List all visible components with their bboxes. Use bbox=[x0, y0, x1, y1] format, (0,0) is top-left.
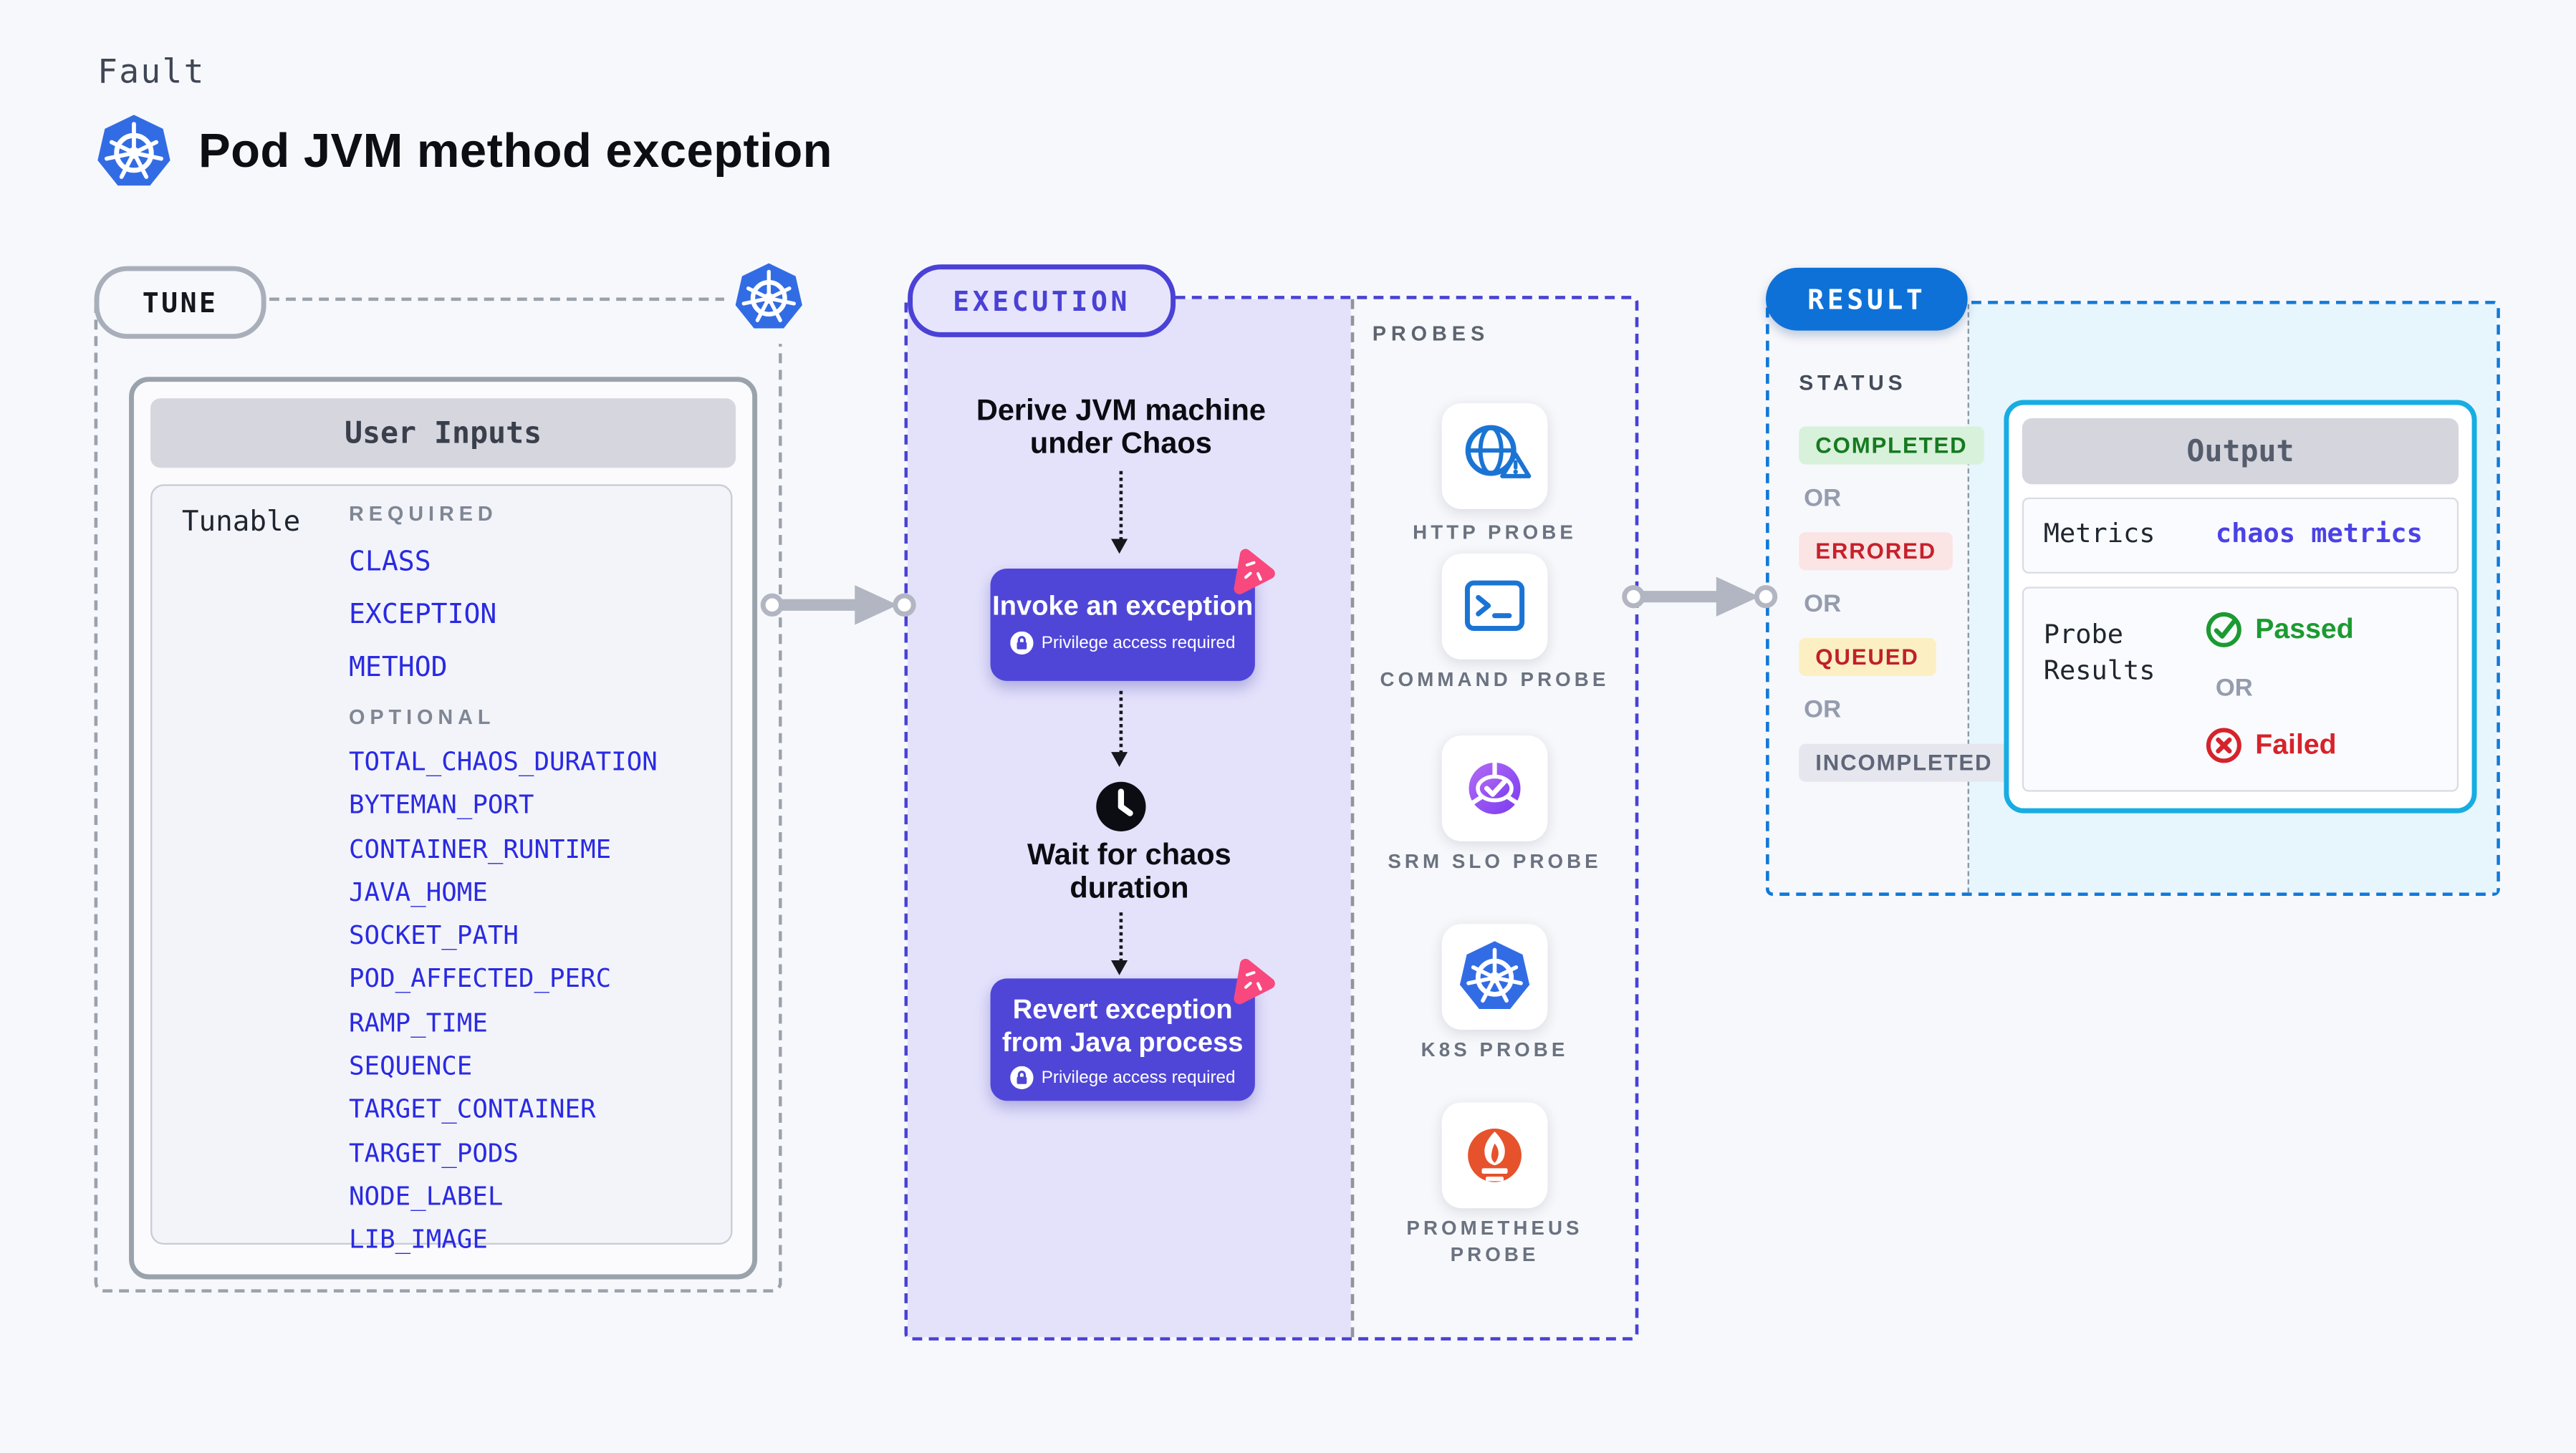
or-label: OR bbox=[1804, 695, 1842, 724]
tunable-var: LIB_IMAGE bbox=[349, 1225, 488, 1255]
status-badge-queued: QUEUED bbox=[1799, 637, 1936, 677]
tunable-var: BYTEMAN_PORT bbox=[349, 790, 534, 821]
status-divider bbox=[1967, 304, 1969, 893]
tunable-var: TARGET_PODS bbox=[349, 1138, 519, 1169]
tunable-var: POD_AFFECTED_PERC bbox=[349, 964, 612, 995]
prometheus-probe-card bbox=[1441, 1102, 1548, 1209]
tunables-list: REQUIRED CLASS EXCEPTION METHOD OPTIONAL… bbox=[349, 503, 658, 1255]
failed-result: Failed bbox=[2206, 728, 2337, 764]
probe-label: SRM SLO PROBE bbox=[1388, 849, 1602, 873]
derive-step-label: Derive JVM machine under Chaos bbox=[976, 393, 1266, 459]
required-label: REQUIRED bbox=[349, 502, 498, 526]
tune-pill: TUNE bbox=[94, 266, 266, 339]
lock-icon bbox=[1009, 1066, 1034, 1090]
status-badge-errored: ERRORED bbox=[1799, 532, 1953, 571]
terminal-icon bbox=[1464, 580, 1525, 632]
probe-results-label: Probe Results bbox=[2043, 618, 2156, 686]
slo-gauge-icon bbox=[1469, 761, 1521, 814]
prometheus-icon bbox=[1468, 1128, 1522, 1182]
clock-icon bbox=[1095, 780, 1148, 833]
down-arrow-icon bbox=[1111, 690, 1128, 767]
check-circle-icon bbox=[2206, 612, 2241, 647]
kubernetes-icon bbox=[92, 111, 175, 193]
x-circle-icon bbox=[2206, 728, 2241, 763]
execution-pill: EXECUTION bbox=[908, 264, 1176, 337]
tunable-var: CONTAINER_RUNTIME bbox=[349, 834, 612, 864]
revert-exception-node: Revert exception from Java process Privi… bbox=[990, 958, 1275, 1101]
probes-label: PROBES bbox=[1372, 322, 1490, 346]
tunable-var: JAVA_HOME bbox=[349, 877, 488, 907]
privilege-note: Privilege access required bbox=[1041, 632, 1236, 652]
page-title: Pod JVM method exception bbox=[198, 125, 833, 179]
probes-divider bbox=[1350, 299, 1355, 1338]
probe-label: PROMETHEUS PROBE bbox=[1406, 1216, 1583, 1267]
user-inputs-card: User Inputs Tunable REQUIRED CLASS EXCEP… bbox=[129, 377, 758, 1280]
globe-alert-icon bbox=[1465, 425, 1532, 478]
wait-step-label: Wait for chaos duration bbox=[1027, 838, 1231, 904]
invoke-exception-node: Invoke an exception Privilege access req… bbox=[990, 549, 1275, 681]
passed-label: Passed bbox=[2255, 613, 2354, 645]
tunable-var: TOTAL_CHAOS_DURATION bbox=[349, 747, 658, 777]
status-badge-completed: COMPLETED bbox=[1799, 426, 1984, 465]
privilege-note: Privilege access required bbox=[1041, 1068, 1236, 1088]
optional-label: OPTIONAL bbox=[349, 705, 496, 729]
probe-label: K8S PROBE bbox=[1421, 1038, 1569, 1061]
invoke-exception-label: Invoke an exception bbox=[992, 592, 1254, 622]
tunable-var: NODE_LABEL bbox=[349, 1182, 504, 1212]
tune-to-execution-arrow bbox=[760, 585, 916, 625]
tunable-var: TARGET_CONTAINER bbox=[349, 1094, 596, 1125]
tunable-label: Tunable bbox=[181, 506, 301, 539]
tunable-var: CLASS bbox=[349, 545, 431, 577]
revert-exception-label: Revert exception from Java process bbox=[1001, 995, 1244, 1058]
execution-to-result-arrow bbox=[1622, 576, 1778, 617]
result-section: STATUS COMPLETED OR ERRORED OR QUEUED OR… bbox=[1766, 301, 2500, 896]
probe-label: COMMAND PROBE bbox=[1380, 667, 1610, 691]
or-label: OR bbox=[2215, 674, 2253, 703]
command-probe-card bbox=[1441, 554, 1548, 660]
tunable-var: SEQUENCE bbox=[349, 1051, 473, 1081]
down-arrow-icon bbox=[1111, 470, 1128, 554]
tune-section bbox=[94, 297, 782, 1293]
k8s-probe-card bbox=[1441, 924, 1548, 1030]
passed-result: Passed bbox=[2206, 612, 2354, 648]
tunable-var: SOCKET_PATH bbox=[349, 921, 519, 951]
tunable-var: RAMP_TIME bbox=[349, 1008, 488, 1038]
probe-results-row: Probe Results Passed OR Failed bbox=[2022, 586, 2459, 792]
kubernetes-icon bbox=[724, 251, 814, 344]
metrics-value: chaos metrics bbox=[2215, 517, 2423, 549]
result-pill: RESULT bbox=[1766, 267, 1968, 331]
http-probe-card bbox=[1441, 403, 1548, 509]
lock-icon bbox=[1009, 630, 1034, 654]
metrics-label: Metrics bbox=[2043, 517, 2156, 549]
kubernetes-icon bbox=[1455, 937, 1534, 1017]
tunables-panel: Tunable REQUIRED CLASS EXCEPTION METHOD … bbox=[150, 484, 733, 1255]
chaos-icon bbox=[1234, 549, 1275, 594]
status-label: STATUS bbox=[1799, 370, 1907, 395]
srm-slo-probe-card bbox=[1441, 735, 1548, 841]
tunable-var: METHOD bbox=[349, 651, 448, 683]
or-label: OR bbox=[1804, 589, 1842, 619]
chaos-icon bbox=[1234, 958, 1275, 1005]
execution-section: Derive JVM machine under Chaos Invoke an… bbox=[904, 296, 1639, 1341]
metrics-row: Metrics chaos metrics bbox=[2022, 497, 2459, 574]
output-panel: Output Metrics chaos metrics Probe Resul… bbox=[2004, 400, 2477, 814]
output-title: Output bbox=[2022, 417, 2459, 485]
fault-eyebrow: Fault bbox=[97, 51, 206, 91]
tunable-var: EXCEPTION bbox=[349, 598, 497, 630]
failed-label: Failed bbox=[2255, 728, 2337, 761]
or-label: OR bbox=[1804, 484, 1842, 513]
probe-label: HTTP PROBE bbox=[1413, 521, 1577, 544]
down-arrow-icon bbox=[1111, 912, 1128, 975]
status-badge-incompleted: INCOMPLETED bbox=[1799, 743, 2009, 782]
user-inputs-title: User Inputs bbox=[150, 398, 736, 468]
status-list: COMPLETED OR ERRORED OR QUEUED OR INCOMP… bbox=[1799, 420, 2009, 782]
